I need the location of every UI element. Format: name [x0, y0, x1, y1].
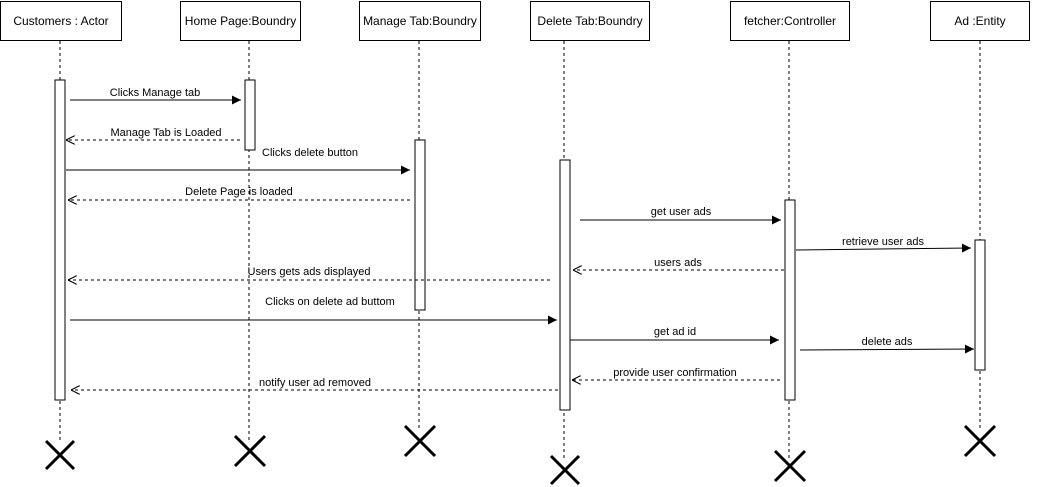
- activation-customers: [54, 79, 66, 401]
- destroy-fetcher-icon: [773, 449, 807, 483]
- activation-ad-entity: [974, 239, 986, 371]
- lifeline-fetcher-box: fetcher:Controller: [730, 1, 850, 41]
- lifeline-home-page-box: Home Page:Boundry: [180, 1, 301, 41]
- lifeline-delete-tab-box: Delete Tab:Boundry: [530, 1, 650, 41]
- activation-delete-tab: [559, 159, 571, 411]
- message-m7-label: users ads: [654, 257, 702, 269]
- activation-manage-tab: [414, 139, 426, 311]
- lifeline-customers-box: Customers : Actor: [0, 1, 122, 41]
- message-m9-label: Clicks on delete ad buttom: [265, 296, 395, 308]
- destroy-manage-tab-icon: [403, 424, 437, 458]
- message-m8-label: Users gets ads displayed: [248, 266, 371, 278]
- message-m11-arrow: [799, 344, 975, 354]
- destroy-home-page-icon: [233, 434, 267, 468]
- activation-home-page: [244, 79, 256, 151]
- message-m13-label: notify user ad removed: [259, 377, 371, 389]
- message-m12-label: provide user confirmation: [613, 367, 737, 379]
- message-m11-label: delete ads: [862, 336, 913, 348]
- activation-fetcher: [784, 199, 796, 401]
- message-m2-label: Manage Tab is Loaded: [110, 127, 221, 139]
- destroy-customers-icon: [44, 439, 76, 471]
- message-m1-label: Clicks Manage tab: [110, 87, 201, 99]
- message-m6-label: retrieve user ads: [842, 236, 924, 248]
- message-m10-label: get ad id: [654, 326, 696, 338]
- message-m3-label: Clicks delete button: [262, 147, 358, 159]
- message-m4-label: Delete Page is loaded: [185, 186, 293, 198]
- destroy-delete-tab-icon: [549, 454, 581, 486]
- lifeline-ad-entity-box: Ad :Entity: [930, 1, 1030, 41]
- message-m6-arrow: [795, 243, 972, 253]
- destroy-ad-entity-icon: [963, 424, 997, 458]
- message-m5-label: get user ads: [651, 206, 712, 218]
- lifeline-manage-tab-box: Manage Tab:Boundry: [359, 1, 481, 41]
